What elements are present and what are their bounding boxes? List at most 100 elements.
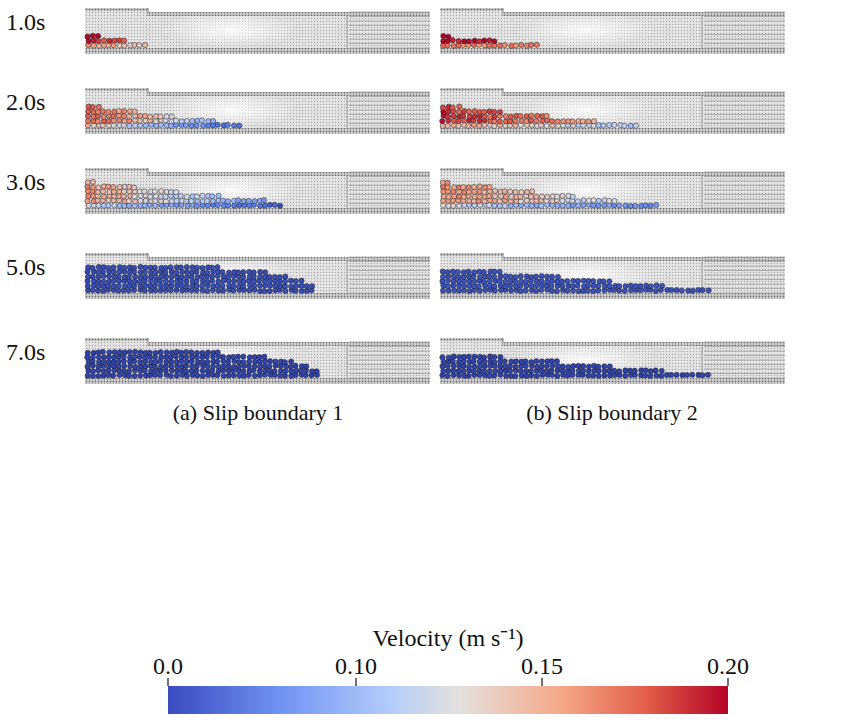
- particle: [497, 43, 502, 48]
- particle: [158, 350, 163, 355]
- particle: [466, 109, 471, 114]
- particle: [545, 194, 550, 199]
- particle: [221, 373, 226, 378]
- particle: [241, 274, 246, 279]
- channel-snapshot: [440, 8, 785, 54]
- particle: [179, 350, 184, 355]
- particle-bed: [85, 104, 242, 129]
- outlet-mesh: [349, 257, 430, 258]
- outside-area: [503, 168, 785, 172]
- particle: [90, 274, 95, 279]
- particle: [450, 105, 455, 110]
- particle: [252, 354, 257, 359]
- particle: [456, 38, 461, 43]
- particle: [441, 368, 446, 373]
- particle: [508, 199, 513, 204]
- outlet-mesh: [349, 110, 430, 111]
- outlet-mesh: [349, 43, 430, 44]
- particle: [497, 109, 502, 114]
- particle: [153, 350, 158, 355]
- bottom-wall: [440, 293, 785, 299]
- particle: [127, 114, 132, 119]
- bottom-wall: [85, 378, 430, 384]
- particle: [288, 278, 293, 283]
- particle: [648, 373, 653, 378]
- particle: [230, 354, 235, 359]
- outlet-mesh: [704, 284, 785, 285]
- particle: [210, 194, 215, 199]
- outlet-mesh: [349, 181, 430, 182]
- outlet-mesh: [704, 39, 785, 40]
- particle: [700, 287, 705, 292]
- outlet-mesh: [349, 25, 430, 26]
- particle: [138, 373, 143, 378]
- particle: [121, 189, 126, 194]
- particle: [487, 109, 492, 114]
- particle: [168, 373, 173, 378]
- particle: [299, 288, 304, 293]
- particle: [457, 203, 462, 208]
- particle: [451, 43, 456, 48]
- particle: [194, 194, 199, 199]
- particle: [539, 287, 544, 292]
- outlet-mesh: [704, 128, 785, 129]
- particle: [200, 359, 205, 364]
- particle: [142, 288, 147, 293]
- particle: [440, 123, 445, 128]
- particle: [560, 193, 565, 198]
- outlet-mesh: [704, 364, 785, 365]
- particle: [158, 122, 163, 127]
- outlet-mesh: [349, 288, 430, 289]
- particle: [446, 194, 451, 199]
- particle: [643, 203, 648, 208]
- particle: [112, 203, 117, 208]
- particle: [523, 288, 528, 293]
- particle: [623, 203, 628, 208]
- outlet-mesh: [704, 92, 785, 93]
- particle: [544, 368, 549, 373]
- particle: [247, 288, 252, 293]
- particle: [451, 373, 456, 378]
- particle: [148, 283, 153, 288]
- particle: [440, 105, 445, 110]
- colorbar-title: Velocity (m s⁻¹): [372, 626, 523, 650]
- particle: [133, 364, 138, 369]
- particle: [263, 270, 268, 275]
- particle: [101, 273, 106, 278]
- outlet-mesh: [349, 190, 430, 191]
- particle: [607, 364, 612, 369]
- particle: [199, 118, 204, 123]
- particle: [456, 275, 461, 280]
- particle: [612, 368, 617, 373]
- particle: [102, 38, 107, 43]
- particle: [508, 114, 513, 119]
- particle: [215, 265, 220, 270]
- channel-snapshot: [85, 168, 430, 214]
- particle: [106, 109, 111, 114]
- reservoir-wall: [440, 168, 503, 171]
- particle: [654, 373, 659, 378]
- particle: [221, 363, 226, 368]
- particle: [190, 118, 195, 123]
- particle: [95, 198, 100, 203]
- particle: [184, 359, 189, 364]
- particle: [487, 278, 492, 283]
- particle: [174, 359, 179, 364]
- particle: [601, 123, 606, 128]
- particle: [648, 284, 653, 289]
- outlet-mesh: [704, 110, 785, 111]
- particle: [523, 359, 528, 364]
- particle: [179, 119, 184, 124]
- particle: [216, 279, 221, 284]
- particle: [607, 279, 612, 284]
- particle: [452, 185, 457, 190]
- particle: [126, 373, 131, 378]
- particle: [278, 373, 283, 378]
- particle: [581, 203, 586, 208]
- particle: [486, 203, 491, 208]
- outside-area: [503, 338, 785, 342]
- particle: [487, 193, 492, 198]
- mesh-highlight: [160, 342, 300, 378]
- particle: [132, 373, 137, 378]
- outside-area: [148, 253, 430, 257]
